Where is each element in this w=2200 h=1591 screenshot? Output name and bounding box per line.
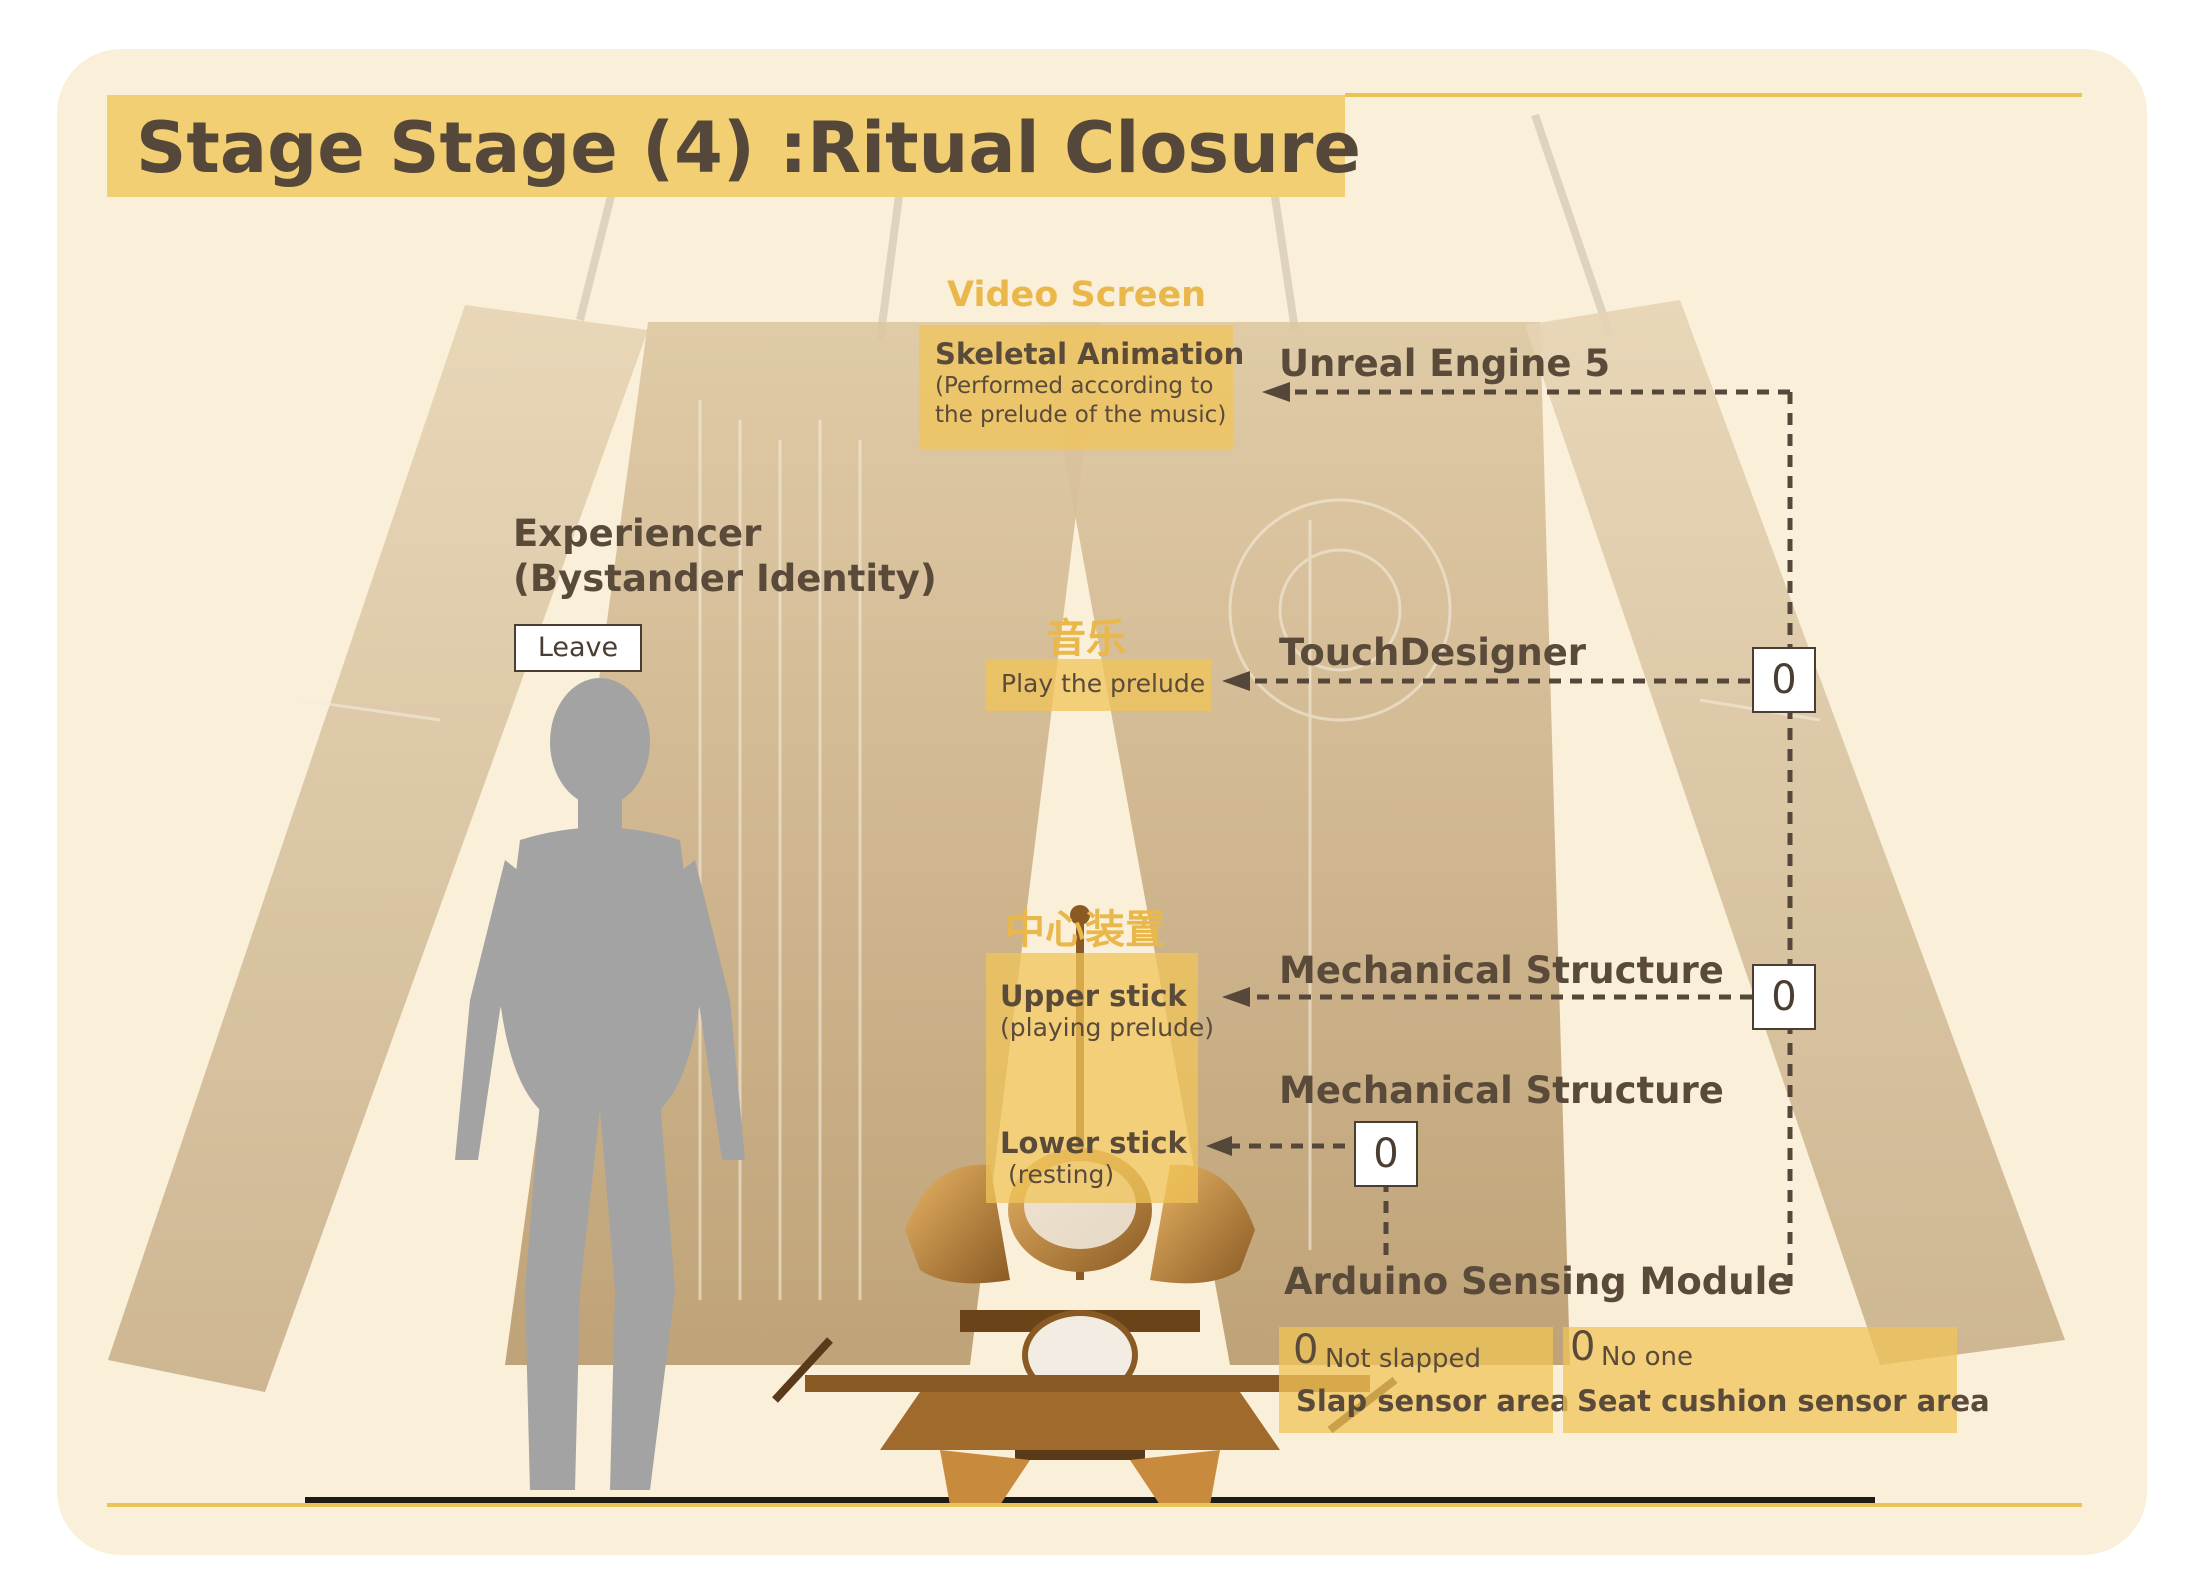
skeletal-animation-desc-1: (Performed according to bbox=[935, 373, 1214, 399]
upper-stick-desc: (playing prelude) bbox=[1000, 1013, 1215, 1042]
left-screen-panel bbox=[108, 305, 648, 1392]
bottom-rule bbox=[107, 1503, 2082, 1507]
dashed-connectors bbox=[1230, 389, 1793, 1290]
mechanical-structure-label-1: Mechanical Structure bbox=[1279, 949, 1724, 992]
mechanical-signal-box-2: 0 bbox=[1354, 1121, 1418, 1187]
lower-stick-desc: (resting) bbox=[1008, 1160, 1115, 1189]
mechanical-structure-label-2: Mechanical Structure bbox=[1279, 1069, 1724, 1112]
arduino-label: Arduino Sensing Module bbox=[1284, 1260, 1793, 1303]
experiencer-identity-label: (Bystander Identity) bbox=[513, 557, 937, 600]
touchdesigner-signal-box: 0 bbox=[1752, 647, 1816, 713]
slap-sensor-status: Not slapped bbox=[1325, 1344, 1482, 1374]
slap-sensor-box bbox=[1279, 1327, 1553, 1433]
unreal-engine-label: Unreal Engine 5 bbox=[1279, 342, 1611, 385]
upper-stick-box bbox=[986, 953, 1198, 1046]
video-screen-heading: Video Screen bbox=[947, 275, 1207, 315]
page-title: Stage Stage (4) :Ritual Closure bbox=[136, 107, 1361, 189]
skeletal-animation-box bbox=[919, 325, 1233, 449]
seat-cushion-sensor-value: 0 bbox=[1570, 1324, 1596, 1370]
right-screen-panel bbox=[1525, 300, 2065, 1365]
play-prelude-text: Play the prelude bbox=[1001, 669, 1206, 698]
music-heading: 音乐 bbox=[1046, 616, 1126, 662]
floor-line bbox=[305, 1497, 1875, 1503]
lower-stick-title: Lower stick bbox=[1000, 1126, 1187, 1160]
experiencer-label: Experiencer bbox=[513, 512, 762, 555]
skeletal-animation-title: Skeletal Animation bbox=[935, 337, 1245, 371]
title-band bbox=[107, 95, 1345, 197]
mechanical-signal-box-1: 0 bbox=[1752, 964, 1816, 1030]
leave-state-box: Leave bbox=[514, 624, 642, 672]
lower-stick-box bbox=[986, 1046, 1198, 1203]
experiencer-figure bbox=[455, 678, 745, 1490]
upper-stick-title: Upper stick bbox=[1000, 979, 1187, 1013]
seat-cushion-sensor-box bbox=[1563, 1327, 1957, 1433]
play-prelude-box bbox=[985, 659, 1211, 711]
slap-sensor-value: 0 bbox=[1293, 1327, 1319, 1373]
center-right-screen-panel bbox=[1040, 322, 1570, 1365]
touchdesigner-label: TouchDesigner bbox=[1279, 631, 1587, 674]
seat-cushion-sensor-status: No one bbox=[1601, 1342, 1694, 1372]
skeletal-animation-desc-2: the prelude of the music) bbox=[935, 402, 1227, 428]
top-rule bbox=[1345, 93, 2082, 97]
seat-cushion-sensor-label: Seat cushion sensor area bbox=[1577, 1384, 1990, 1418]
central-device-heading: 中心装置 bbox=[1005, 907, 1165, 953]
arrowheads bbox=[1206, 382, 1290, 1156]
slap-sensor-label: Slap sensor area bbox=[1296, 1384, 1570, 1418]
